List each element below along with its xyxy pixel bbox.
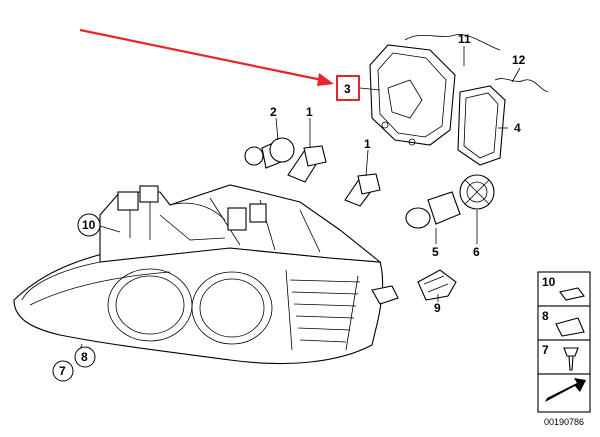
label-7-circle xyxy=(52,360,74,382)
label-4: 4 xyxy=(514,121,521,135)
label-3-highlight-box xyxy=(336,75,360,101)
arrow-icon xyxy=(545,378,586,402)
legend-item-8: 8 xyxy=(542,309,549,323)
label-6: 6 xyxy=(473,245,480,259)
headlight-housing xyxy=(13,184,399,365)
label-12: 12 xyxy=(512,53,526,67)
socket-9-part xyxy=(417,269,457,301)
part-labels: 11 12 3 4 2 1 1 10 5 6 9 7 8 xyxy=(52,32,526,382)
label-1b: 1 xyxy=(364,137,371,151)
legend-item-7: 7 xyxy=(542,343,549,357)
screw-icon xyxy=(563,347,579,371)
gasket-part xyxy=(457,85,506,166)
cable-parts xyxy=(404,34,549,93)
clip-icon xyxy=(555,317,585,337)
label-8-circle xyxy=(74,346,96,368)
label-1a: 1 xyxy=(306,105,313,119)
label-2: 2 xyxy=(270,105,277,119)
label-9: 9 xyxy=(434,301,441,315)
bulb-1-part xyxy=(287,145,381,207)
label-10: 10 xyxy=(82,218,96,232)
label-10-circle xyxy=(77,213,101,237)
label-3: 3 xyxy=(344,82,351,96)
clip-nut-icon xyxy=(559,287,585,301)
bulb-5-part xyxy=(405,191,461,229)
catalog-number: 00190786 xyxy=(544,417,584,427)
holder-6-part xyxy=(459,174,495,210)
parts-legend: 10 8 7 00190786 xyxy=(537,271,591,427)
label-7: 7 xyxy=(59,364,66,378)
label-8: 8 xyxy=(81,350,88,364)
label-5: 5 xyxy=(432,245,439,259)
legend-item-10: 10 xyxy=(542,275,556,289)
highlight-arrow xyxy=(79,28,334,86)
bulb-2-part xyxy=(244,137,295,169)
leader-lines xyxy=(79,46,521,351)
label-11: 11 xyxy=(458,32,471,46)
rear-cover-part xyxy=(369,44,456,146)
